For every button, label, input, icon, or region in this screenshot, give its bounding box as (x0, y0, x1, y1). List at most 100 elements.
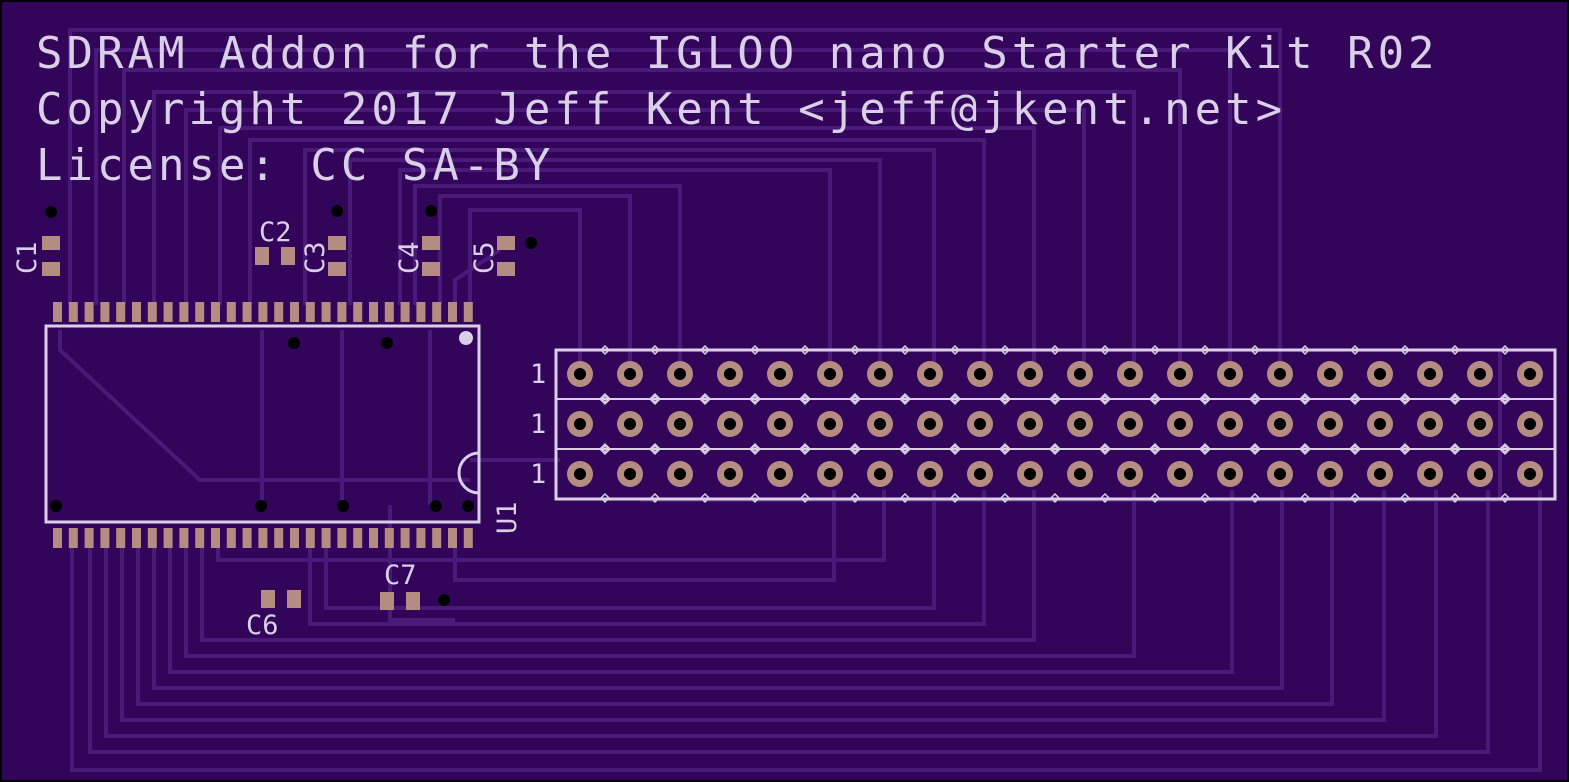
pin-separator (949, 444, 961, 504)
pin-separator (649, 394, 661, 454)
pin-separator (1249, 344, 1261, 404)
row-label: 1 (530, 459, 546, 490)
chip-pin (211, 302, 220, 322)
chip-pin (290, 528, 299, 548)
trace (303, 148, 936, 380)
trace (152, 490, 1284, 690)
via (462, 500, 474, 512)
drill-hole (1274, 418, 1286, 430)
chip-pin (416, 302, 426, 322)
drill-hole (974, 468, 986, 480)
capacitor-pad (287, 590, 301, 608)
pin-separator (1049, 344, 1061, 404)
pin-separator (699, 344, 711, 404)
capacitor-pad (255, 247, 269, 265)
chip-notch (457, 451, 480, 495)
pin-separator (699, 444, 711, 504)
drill-hole (1324, 468, 1336, 480)
chip-pin (132, 302, 141, 322)
capacitor-pad (42, 236, 60, 250)
drill-hole (574, 368, 586, 380)
pin-separator (1399, 394, 1411, 454)
pin-separator (1449, 344, 1461, 404)
via (337, 500, 349, 512)
drill-hole (1274, 368, 1286, 380)
drill-hole (1174, 368, 1186, 380)
chip-pins-bottom (53, 528, 473, 548)
via (430, 500, 442, 512)
chip-pin (147, 302, 157, 322)
trace (413, 184, 682, 380)
pin-separator (699, 394, 711, 454)
chip-pin (84, 302, 94, 322)
drill-hole (724, 468, 736, 480)
drill-hole (924, 418, 936, 430)
label-c4: C4 (394, 241, 425, 274)
pin-separator (1349, 444, 1361, 504)
pin-separator (1299, 344, 1311, 404)
capacitor-pad (328, 262, 346, 276)
chip-pins-top (53, 302, 473, 322)
trace (308, 490, 986, 626)
trace (184, 490, 1136, 658)
drill-hole (1374, 368, 1386, 380)
via (438, 594, 450, 606)
pin-separator (1299, 444, 1311, 504)
chip-pin (68, 528, 78, 548)
chip-pin (400, 528, 410, 548)
drill-hole (1224, 368, 1236, 380)
drill-hole (1524, 368, 1536, 380)
chip-pin (463, 302, 473, 322)
row-label: 1 (530, 359, 546, 390)
pin-separator (999, 444, 1011, 504)
drill-hole (1524, 418, 1536, 430)
drill-hole (574, 468, 586, 480)
chip-pin (116, 302, 126, 322)
trace (453, 490, 836, 582)
drill-hole (1474, 368, 1486, 380)
trace (152, 90, 1136, 380)
capacitor-pad (406, 592, 420, 610)
drill-hole (1474, 468, 1486, 480)
drill-hole (624, 418, 636, 430)
drill-hole (624, 468, 636, 480)
drill-hole (774, 368, 786, 380)
chip-pin (321, 302, 331, 322)
chip-pin (305, 528, 315, 548)
chip-pin (226, 302, 236, 322)
drill-hole (1424, 468, 1436, 480)
drill-hole (724, 368, 736, 380)
capacitor-group (42, 236, 515, 610)
chip-pin (274, 528, 284, 548)
pin-separator (1249, 394, 1261, 454)
drill-hole (1074, 468, 1086, 480)
drill-hole (1424, 368, 1436, 380)
pin-separator (1149, 444, 1161, 504)
pin-separator (1049, 444, 1061, 504)
pin-separator (949, 344, 961, 404)
drill-hole (924, 468, 936, 480)
via-group (45, 205, 537, 606)
pin-separator (1349, 344, 1361, 404)
chip-pin (369, 302, 378, 322)
pin-separator (599, 394, 611, 454)
chip-pin (195, 302, 205, 322)
pin-separator (1149, 344, 1161, 404)
pin-separator (1399, 444, 1411, 504)
pin-separator (1499, 344, 1511, 404)
drill-hole (774, 468, 786, 480)
capacitor-pad (261, 590, 275, 608)
pin-separator (949, 394, 961, 454)
chip-pin (384, 528, 394, 548)
sdram-chip-u1: U1 (44, 302, 523, 548)
pin-separator (799, 444, 811, 504)
title-block: SDRAM Addon for the IGLOO nano Starter K… (36, 28, 1435, 191)
pin-separator (1199, 344, 1211, 404)
chip-pin (211, 528, 220, 548)
chip-pin (400, 302, 410, 322)
trace (88, 490, 1490, 754)
chip-pin (179, 528, 189, 548)
